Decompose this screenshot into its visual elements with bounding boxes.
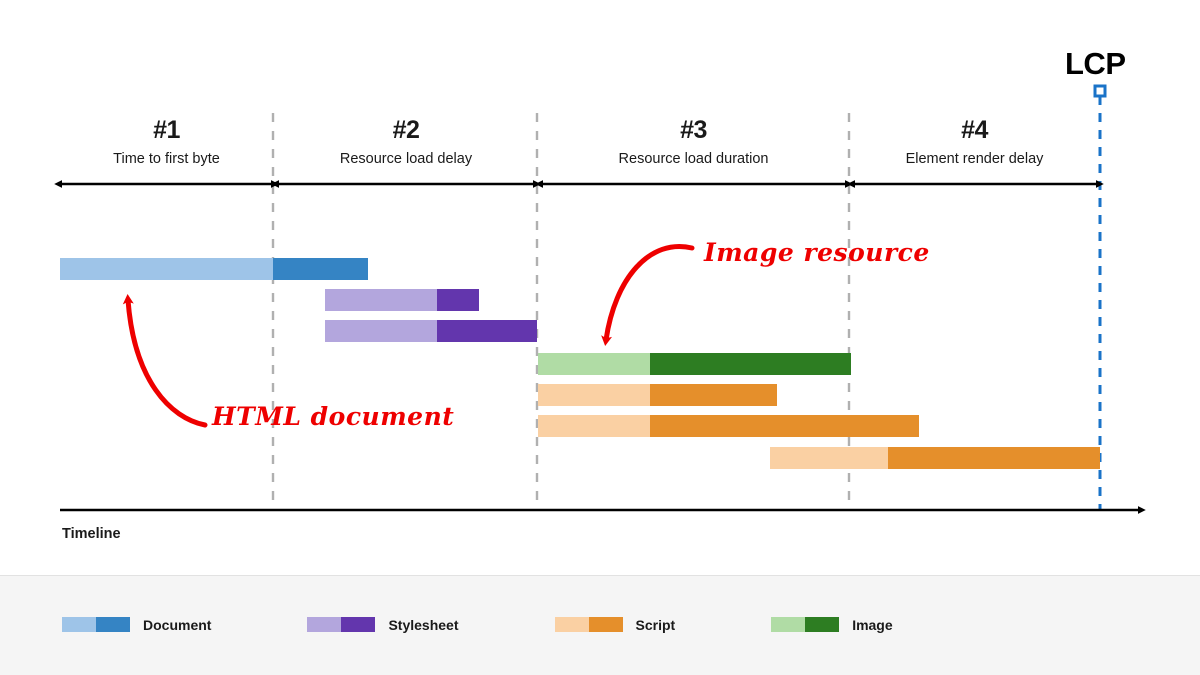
bar-segment-delay [538, 353, 650, 375]
bar-segment-delay [60, 258, 273, 280]
bar-segment-duration [437, 289, 479, 311]
lcp-label: LCP [1065, 46, 1126, 81]
bar-script-1 [538, 384, 777, 406]
phase-block-3: #3 Resource load duration [540, 118, 847, 167]
phase-block-4: #4 Element render delay [851, 118, 1098, 167]
bar-segment-duration [650, 384, 777, 406]
legend-label-script: Script [635, 616, 676, 633]
legend-swatch-stylesheet-icon [307, 617, 376, 632]
legend-footer: Document Stylesheet Script [0, 575, 1200, 675]
legend: Document Stylesheet Script [62, 617, 893, 632]
bar-segment-duration [273, 258, 368, 280]
phase-number-3: #3 [680, 116, 707, 144]
bar-segment-duration [650, 353, 851, 375]
bar-script-3 [770, 447, 1100, 469]
bar-stylesheet-2 [325, 320, 537, 342]
annotation-arrow-html-document [122, 294, 208, 428]
legend-item-document: Document [62, 617, 211, 632]
legend-swatch-image-icon [771, 617, 840, 632]
phase-block-2: #2 Resource load delay [276, 118, 536, 167]
annotation-image-resource: Image resource [704, 238, 930, 267]
bar-segment-delay [538, 384, 650, 406]
bar-script-2 [538, 415, 919, 437]
phase-number-4: #4 [961, 116, 988, 144]
legend-item-image: Image [771, 616, 893, 633]
legend-swatch-script-icon [554, 617, 623, 632]
bar-segment-delay [325, 289, 437, 311]
bar-segment-delay [325, 320, 437, 342]
phase-block-1: #1 Time to first byte [60, 118, 273, 167]
bar-segment-delay [770, 447, 888, 469]
bar-document-1 [60, 258, 368, 280]
phase-number-1: #1 [153, 116, 180, 144]
legend-label-image: Image [852, 616, 893, 633]
legend-label-stylesheet: Stylesheet [388, 616, 459, 633]
legend-label-document: Document [143, 616, 212, 633]
bar-segment-duration [888, 447, 1100, 469]
legend-item-stylesheet: Stylesheet [307, 616, 459, 633]
bar-segment-duration [650, 415, 919, 437]
annotation-html-document: HTML document [212, 402, 455, 431]
legend-swatch-document-icon [62, 617, 130, 632]
timeline-caption: Timeline [62, 526, 121, 542]
bar-segment-delay [538, 415, 650, 437]
phase-number-2: #2 [392, 116, 420, 144]
bar-segment-duration [437, 320, 537, 342]
lcp-marker-line [1093, 84, 1107, 511]
phase-label-2: Resource load delay [339, 151, 473, 167]
annotation-arrow-image-resource [601, 244, 695, 346]
phase-label-1: Time to first byte [113, 151, 220, 167]
bar-stylesheet-1 [325, 289, 479, 311]
phase-label-4: Element render delay [905, 151, 1044, 167]
bar-image-lcp [538, 353, 851, 375]
legend-item-script: Script [554, 616, 676, 633]
phase-gridlines [271, 113, 851, 511]
phase-label-3: Resource load duration [618, 151, 769, 167]
